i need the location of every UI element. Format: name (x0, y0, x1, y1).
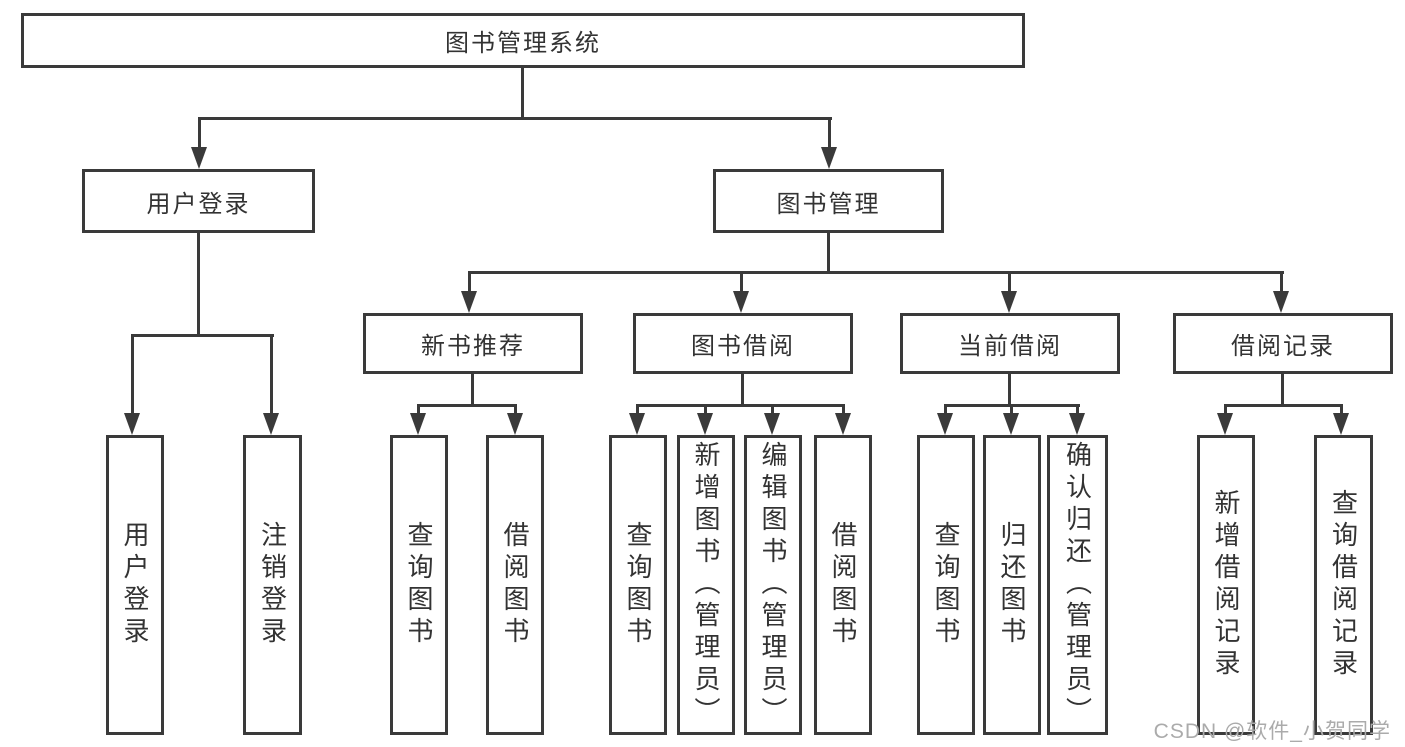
connector-line (468, 271, 1284, 274)
connector-line (270, 334, 273, 416)
leaf-borrow-books: 借阅图书 (814, 435, 872, 735)
leaf-borrow-books-recommend: 借阅图书 (486, 435, 544, 735)
connector-line (198, 117, 201, 151)
node-current-borrowing: 当前借阅 (900, 313, 1120, 374)
arrow-down-icon (764, 413, 780, 435)
arrow-down-icon (410, 413, 426, 435)
node-borrowing-records: 借阅记录 (1173, 313, 1393, 374)
leaf-confirm-return-admin: 确认归还（管理员） (1047, 435, 1108, 735)
leaf-label: 用户登录 (120, 521, 150, 649)
connector-line (417, 404, 420, 417)
leaf-edit-books-admin: 编辑图书（管理员） (744, 435, 802, 735)
connector-line (1280, 271, 1283, 293)
connector-line (636, 404, 845, 407)
connector-line (198, 117, 832, 120)
connector-line (468, 271, 471, 293)
connector-line (704, 404, 707, 417)
arrow-down-icon (1273, 291, 1289, 313)
connector-line (1224, 404, 1343, 407)
leaf-query-books-borrowing: 查询图书 (609, 435, 667, 735)
connector-line (741, 374, 744, 407)
connector-line (471, 374, 474, 407)
arrow-down-icon (461, 291, 477, 313)
connector-line (417, 404, 517, 407)
connector-line (197, 233, 200, 337)
leaf-label: 归还图书 (997, 521, 1027, 649)
arrow-down-icon (1001, 291, 1017, 313)
leaf-label: 注销登录 (257, 521, 288, 649)
leaf-query-books-current: 查询图书 (917, 435, 975, 735)
arrow-down-icon (835, 413, 851, 435)
leaf-label: 借阅图书 (828, 521, 858, 649)
leaf-label: 查询图书 (404, 521, 434, 649)
connector-line (771, 404, 774, 417)
connector-line (636, 404, 639, 417)
leaf-label: 查询借阅记录 (1328, 489, 1359, 681)
leaf-return-books: 归还图书 (983, 435, 1041, 735)
leaf-label: 查询图书 (623, 521, 653, 649)
leaf-label: 新增图书（管理员） (691, 441, 721, 729)
arrow-down-icon (1003, 413, 1019, 435)
arrow-down-icon (1217, 413, 1233, 435)
node-book-management: 图书管理 (713, 169, 944, 233)
connector-line (1224, 404, 1227, 417)
connector-line (521, 68, 524, 120)
connector-line (828, 117, 831, 151)
connector-line (827, 233, 830, 274)
arrow-down-icon (1333, 413, 1349, 435)
csdn-watermark: CSDN @软件_小贺同学 (1153, 720, 1391, 743)
node-new-book-recommendation: 新书推荐 (363, 313, 583, 374)
connector-line (1008, 271, 1011, 293)
connector-line (1076, 404, 1079, 417)
leaf-label: 查询图书 (931, 521, 961, 649)
connector-line (131, 334, 274, 337)
leaf-add-borrow-record: 新增借阅记录 (1197, 435, 1255, 735)
leaf-query-books-recommend: 查询图书 (390, 435, 448, 735)
leaf-add-books-admin: 新增图书（管理员） (677, 435, 735, 735)
node-root: 图书管理系统 (21, 13, 1025, 68)
connector-line (1340, 404, 1343, 417)
leaf-label: 编辑图书（管理员） (758, 441, 788, 729)
node-book-borrowing: 图书借阅 (633, 313, 853, 374)
leaf-label: 确认归还（管理员） (1062, 441, 1093, 729)
leaf-query-borrow-record: 查询借阅记录 (1314, 435, 1373, 735)
arrow-down-icon (697, 413, 713, 435)
arrow-down-icon (507, 413, 523, 435)
leaf-user-login: 用户登录 (106, 435, 164, 735)
arrow-down-icon (1069, 413, 1085, 435)
arrow-down-icon (733, 291, 749, 313)
connector-line (944, 404, 947, 417)
leaf-label: 借阅图书 (500, 521, 530, 649)
leaf-logout: 注销登录 (243, 435, 302, 735)
leaf-label: 新增借阅记录 (1211, 489, 1241, 681)
arrow-down-icon (263, 413, 279, 435)
node-user-login: 用户登录 (82, 169, 315, 233)
arrow-down-icon (821, 147, 837, 169)
connector-line (1010, 404, 1013, 417)
arrow-down-icon (124, 413, 140, 435)
connector-line (1008, 374, 1011, 407)
arrow-down-icon (629, 413, 645, 435)
connector-line (842, 404, 845, 417)
connector-line (514, 404, 517, 417)
arrow-down-icon (937, 413, 953, 435)
arrow-down-icon (191, 147, 207, 169)
connector-line (1281, 374, 1284, 407)
connector-line (740, 271, 743, 293)
connector-line (131, 334, 134, 416)
